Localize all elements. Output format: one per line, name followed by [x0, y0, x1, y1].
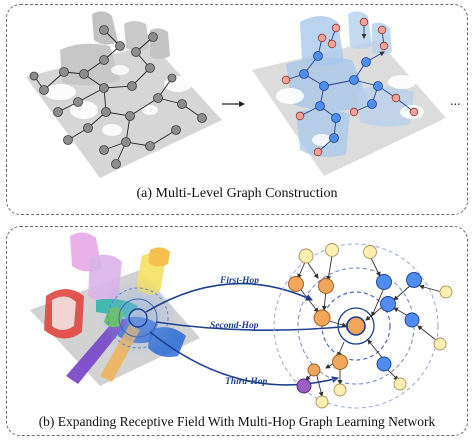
node-orange: [307, 363, 321, 377]
node-yellow: [363, 245, 377, 259]
node-yellow: [315, 395, 329, 409]
point-cloud-scene-right: [252, 11, 446, 176]
node-yellow: [393, 377, 407, 391]
node-blue: [376, 356, 392, 372]
graph-nodes-right-pink: [281, 17, 419, 157]
node-blue: [406, 272, 422, 288]
node-yellow: [325, 243, 339, 257]
node-blue: [380, 296, 396, 312]
first-hop-label: First-Hop: [219, 276, 259, 286]
third-hop-arrow: [149, 331, 339, 386]
hop-arrows: [145, 282, 353, 386]
node-center: [346, 316, 366, 336]
graph-nodes-right-blue: [299, 51, 383, 143]
point-cloud-scene-left: [26, 11, 222, 178]
graph-nodes-left: [29, 25, 207, 169]
receptive-field-rings-left: [98, 278, 178, 358]
first-hop-arrow: [145, 282, 313, 313]
node-yellow: [439, 285, 453, 299]
node-purple: [296, 378, 312, 394]
node-blue: [404, 312, 420, 328]
node-yellow: [433, 337, 447, 351]
caption-a: (a) Multi-Level Graph Construction: [136, 186, 338, 201]
panel-a-frame: [6, 4, 468, 215]
caption-b: (b) Expanding Receptive Field With Multi…: [38, 414, 436, 429]
panel-b-frame: [6, 226, 468, 436]
node-yellow: [333, 383, 347, 397]
node-orange: [332, 354, 348, 370]
second-hop-label: Second-Hop: [210, 321, 259, 331]
node-orange: [318, 278, 334, 294]
node-blue: [376, 274, 392, 290]
third-hop-label: Third-Hop: [225, 377, 267, 387]
node-orange: [288, 276, 304, 292]
node-yellow: [298, 248, 314, 264]
multi-hop-nodes: [288, 243, 453, 409]
second-hop-arrow: [155, 321, 353, 331]
node-orange: [313, 309, 331, 327]
continuation-ellipsis: ...: [450, 94, 461, 109]
